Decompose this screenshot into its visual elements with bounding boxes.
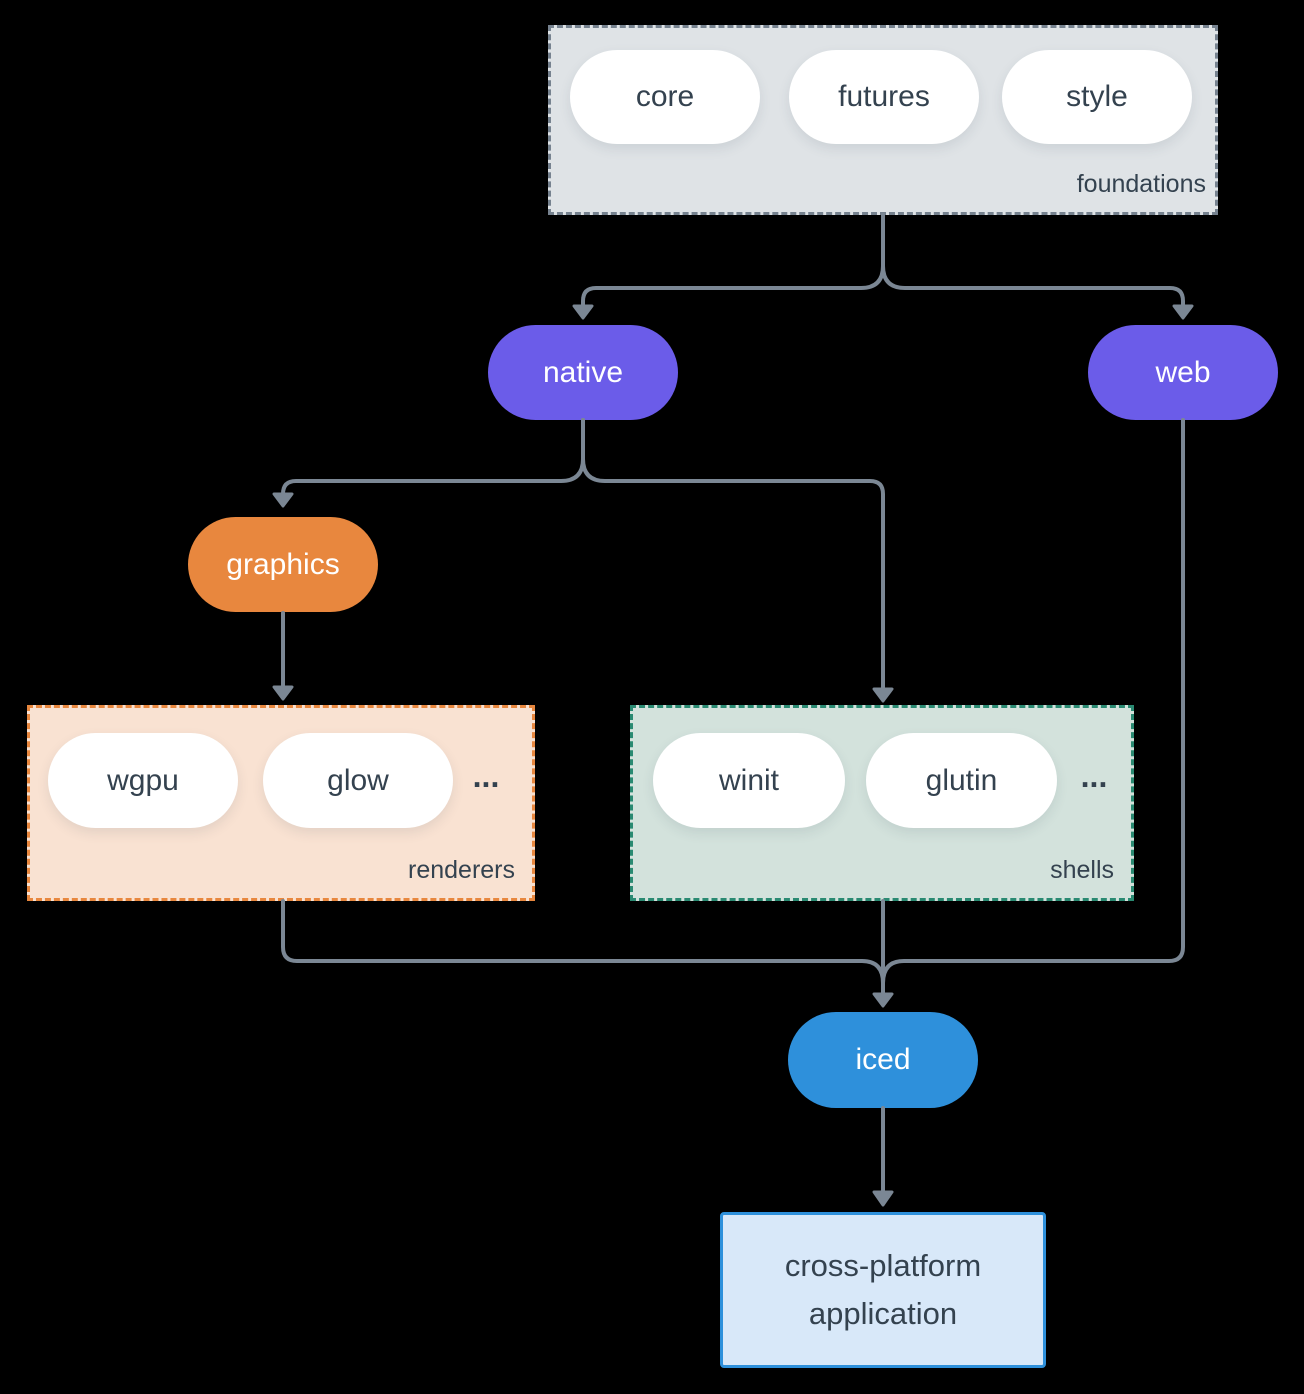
node-web: web (1088, 325, 1278, 420)
arrowhead-native (572, 304, 594, 320)
arrowhead-shells (872, 687, 894, 703)
renderers-group-label: renderers (408, 856, 515, 884)
node-native: native (488, 325, 678, 420)
node-winit: winit (653, 733, 845, 828)
node-style: style (1002, 50, 1192, 144)
arrowhead-graphics (272, 492, 294, 508)
arrowhead-web (1172, 304, 1194, 320)
shells-ellipsis: ... (1080, 758, 1108, 794)
node-cross-platform-application: cross-platform application (720, 1212, 1046, 1368)
edge-renderers-iced (281, 899, 885, 995)
node-glow: glow (263, 733, 453, 828)
node-iced: iced (788, 1012, 978, 1108)
edge-native-graphics (281, 418, 585, 496)
shells-group-label: shells (1050, 856, 1114, 884)
renderers-ellipsis: ... (472, 758, 500, 794)
node-graphics: graphics (188, 517, 378, 612)
node-glutin: glutin (866, 733, 1057, 828)
edge-foundations-web (881, 213, 1185, 308)
edge-foundations-native (581, 213, 885, 308)
node-core: core (570, 50, 760, 144)
arrowhead-renderers (272, 685, 294, 701)
foundations-group-label: foundations (1076, 170, 1206, 198)
node-futures: futures (789, 50, 979, 144)
edge-native-shells (581, 418, 885, 691)
arrowhead-iced (872, 992, 894, 1008)
arrowhead-application (872, 1190, 894, 1207)
node-wgpu: wgpu (48, 733, 238, 828)
